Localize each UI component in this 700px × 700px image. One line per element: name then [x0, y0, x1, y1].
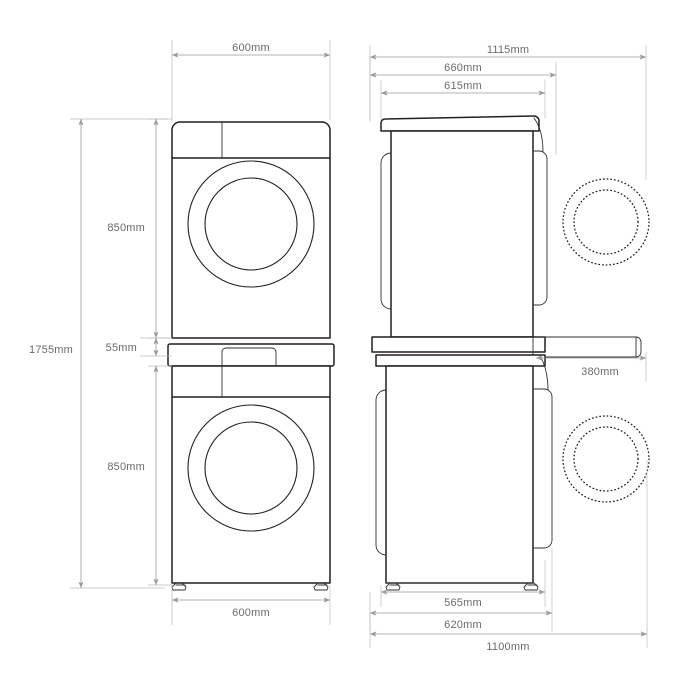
side-elevation-group: 1115mm 660mm 615mm 380mm — [369, 44, 650, 653]
dim-side-620: 620mm — [369, 548, 553, 632]
dim-side-565: 565mm — [380, 560, 546, 609]
dim-label-1115: 1115mm — [487, 44, 529, 56]
dim-label-1100: 1100mm — [486, 641, 529, 653]
upper-top-lid — [380, 115, 540, 132]
dim-side-1100: 1100mm — [369, 460, 648, 653]
dim-label-380: 380mm — [581, 366, 619, 378]
lower-door-swing-inner — [573, 426, 639, 492]
side-foot-right — [523, 582, 539, 591]
dim-label-615: 615mm — [444, 80, 482, 92]
dim-front-lower-height: 850mm — [107, 365, 172, 586]
lower-appliance-front — [171, 365, 331, 591]
upper-lid-slant — [533, 117, 544, 153]
lower-top-rail — [375, 354, 546, 367]
upper-door-swing-outer — [562, 178, 650, 266]
dim-front-top-width: 600mm — [171, 40, 331, 122]
dim-front-bottom-width: 600mm — [171, 585, 331, 625]
lower-rear-bulge — [375, 389, 387, 556]
open-door-arm — [532, 336, 642, 358]
upper-rear-bulge — [380, 152, 392, 310]
dim-label-660: 660mm — [444, 62, 482, 74]
upper-door-panel — [532, 150, 548, 306]
dim-label-620: 620mm — [444, 619, 482, 631]
upper-base-plinth — [371, 336, 546, 353]
dim-label-bottom-width: 600mm — [232, 607, 270, 619]
upper-door-swing-inner — [573, 189, 639, 255]
dim-side-660: 660mm — [369, 57, 557, 155]
lower-appliance-side — [375, 354, 650, 591]
open-door-arm-body — [532, 336, 642, 358]
dim-side-380: 380mm — [535, 352, 647, 382]
dim-front-kit-height: 55mm — [106, 337, 172, 357]
dim-front-upper-height: 850mm — [107, 118, 172, 339]
front-foot-left — [171, 582, 187, 591]
dim-side-615: 615mm — [380, 80, 546, 120]
dim-label-kit-height: 55mm — [106, 342, 137, 354]
dim-label-lower-height: 850mm — [107, 461, 145, 473]
lower-door-panel — [532, 388, 553, 549]
side-foot-left — [385, 582, 401, 591]
dryer-door-inner-ring — [204, 177, 298, 271]
front-elevation-group: 600mm 600mm 1755mm 850mm — [29, 40, 335, 625]
washer-door-inner-ring — [204, 421, 298, 515]
dim-front-total-height: 1755mm — [29, 118, 168, 589]
shelf-handle — [221, 347, 277, 367]
upper-appliance-front — [171, 121, 331, 339]
lower-door-swing-outer — [562, 415, 650, 503]
stacking-kit-front — [167, 343, 335, 367]
dryer-door-outer-ring — [187, 160, 315, 288]
upper-appliance-side — [371, 115, 650, 353]
front-foot-right — [313, 582, 329, 591]
dim-label-top-width: 600mm — [232, 42, 270, 54]
dim-label-total-height: 1755mm — [29, 344, 73, 356]
lower-cabinet-body — [385, 365, 534, 584]
dim-label-565: 565mm — [444, 597, 482, 609]
upper-cabinet-body — [390, 130, 534, 338]
dim-label-upper-height: 850mm — [107, 222, 145, 234]
washer-door-outer-ring — [187, 404, 315, 532]
